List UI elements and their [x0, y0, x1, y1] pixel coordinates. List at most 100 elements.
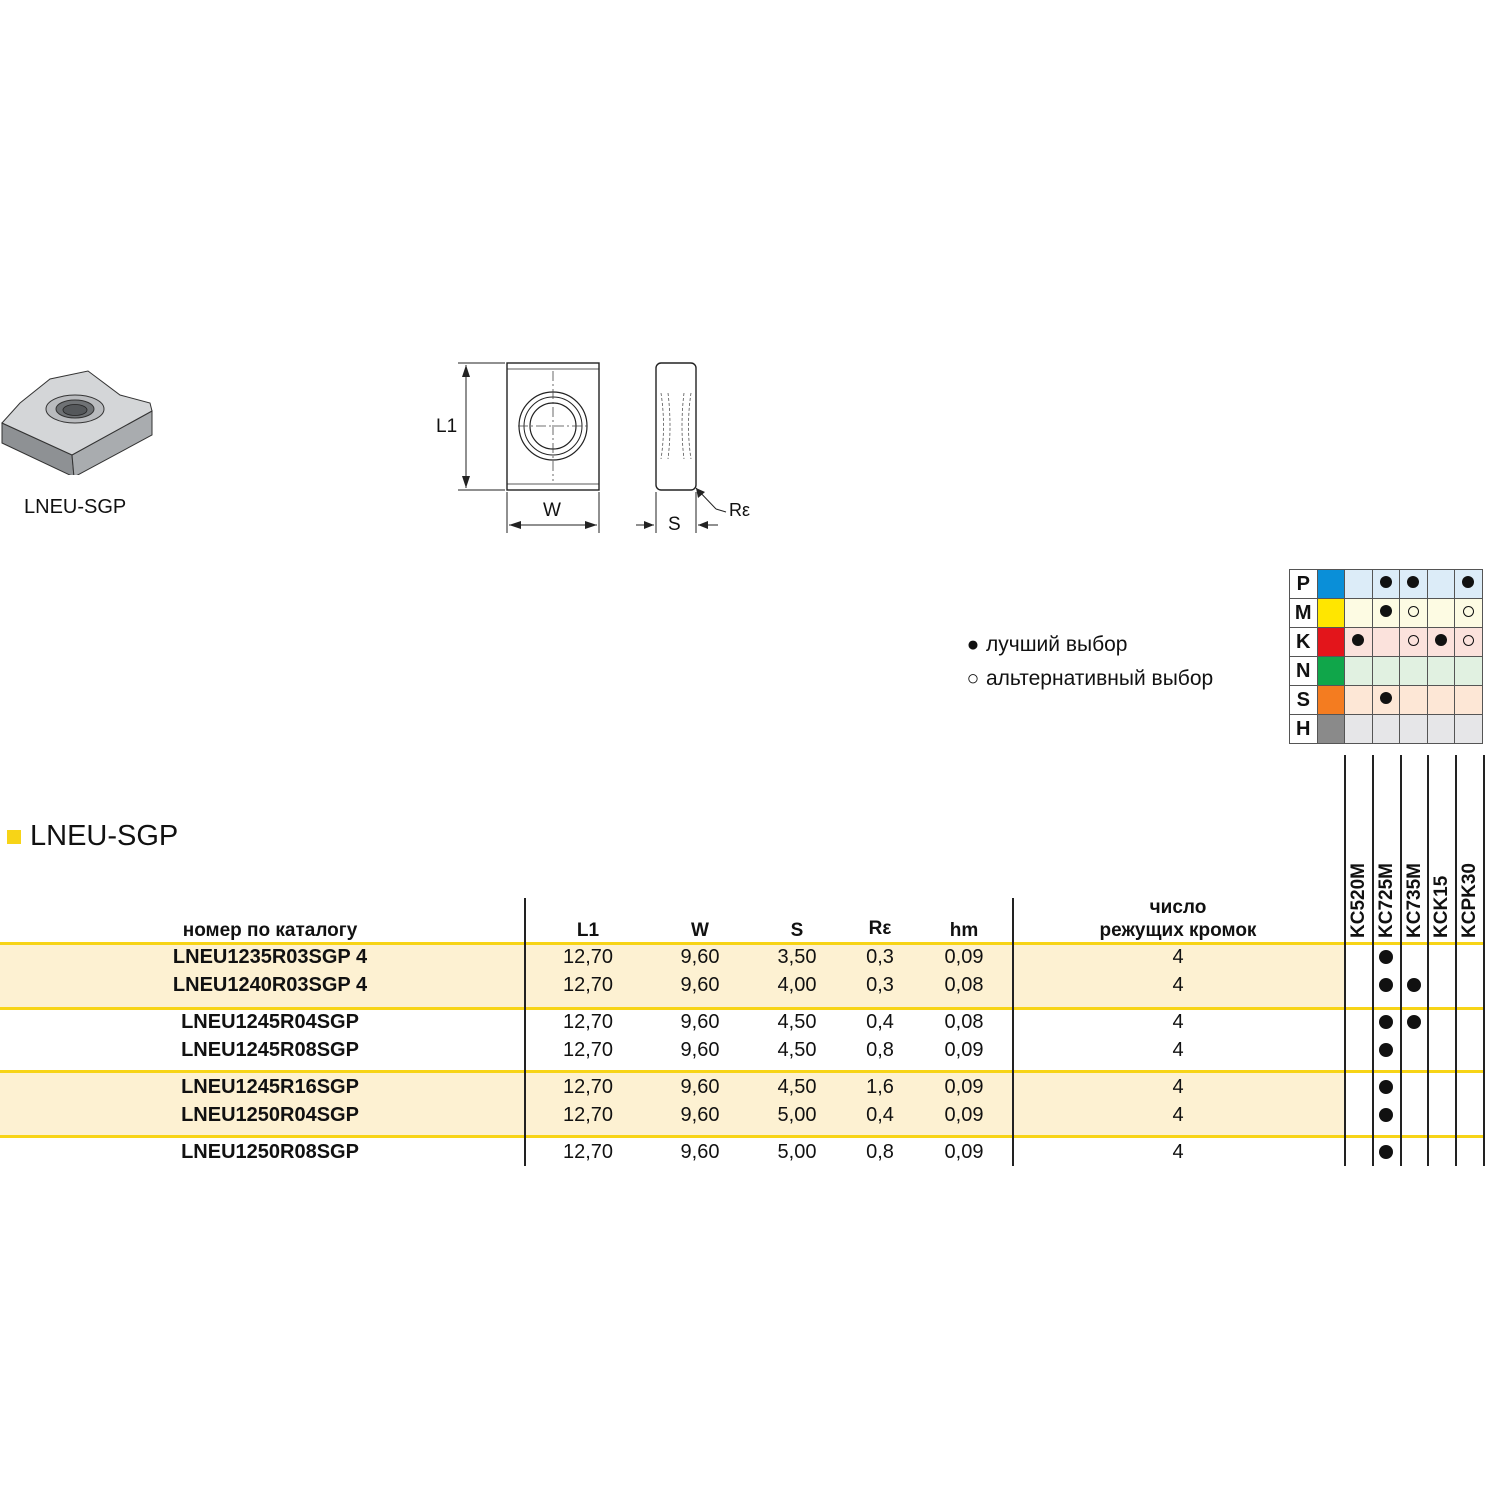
alternative-choice-circle-icon: [1462, 635, 1474, 646]
cell-hm: 0,09: [944, 1076, 984, 1098]
material-cell: [1454, 714, 1483, 744]
legend-alternative: ○альтернативный выбор: [964, 667, 1214, 691]
material-cell: [1454, 656, 1483, 686]
cell-w: 9,60: [680, 1039, 720, 1061]
cell-r: 0,4: [866, 1011, 894, 1033]
material-cell: [1399, 627, 1428, 657]
column-header-s: S: [790, 920, 804, 941]
material-letter: M: [1289, 598, 1318, 628]
group-separator-line: [0, 1007, 1485, 1010]
recommended-grade-dot-icon: [1379, 1015, 1393, 1029]
dimension-label-radius: Rε: [729, 500, 751, 520]
recommended-grade-dot-icon: [1379, 1108, 1393, 1122]
recommended-grade-dot-icon: [1379, 1145, 1393, 1159]
material-cell: [1371, 656, 1400, 686]
material-cell: [1426, 685, 1455, 715]
column-header-l1: L1: [576, 920, 600, 941]
best-choice-dot-icon: [1434, 634, 1447, 646]
cell-r: 0,8: [866, 1141, 894, 1163]
cell-hm: 0,08: [944, 974, 984, 996]
material-letter: S: [1289, 685, 1318, 715]
recommended-grade-dot-icon: [1379, 1080, 1393, 1094]
material-color-swatch: [1316, 569, 1345, 599]
material-color-swatch: [1316, 598, 1345, 628]
cell-edges: 4: [1172, 974, 1184, 996]
column-header-w: W: [691, 920, 709, 941]
cell-l1: 12,70: [562, 1039, 614, 1061]
material-cell: [1371, 685, 1400, 715]
material-cell: [1344, 598, 1373, 628]
image-caption: LNEU-SGP: [24, 496, 127, 518]
column-divider: [524, 898, 526, 1166]
alternative-choice-circle-icon: [1407, 606, 1419, 617]
filled-dot-icon: ●: [966, 633, 980, 656]
recommended-grade-dot-icon: [1379, 978, 1393, 992]
material-cell: [1426, 598, 1455, 628]
cell-hm: 0,09: [944, 1039, 984, 1061]
legend-best-label: лучший выбор: [986, 633, 1128, 656]
material-row-k: K: [1289, 627, 1483, 657]
cell-r: 0,3: [866, 974, 894, 996]
cell-edges: 4: [1172, 1104, 1184, 1126]
cell-catalog: LNEU1245R08SGP: [181, 1039, 359, 1061]
section-bullet: [7, 830, 21, 844]
column-header-hm: hm: [949, 920, 979, 941]
grade-column-divider: [1455, 755, 1457, 1166]
cell-l1: 12,70: [562, 946, 614, 968]
material-row-n: N: [1289, 656, 1483, 686]
legend-best: ● лучший выбор: [964, 633, 1128, 657]
cell-r: 0,8: [866, 1039, 894, 1061]
cell-l1: 12,70: [562, 1011, 614, 1033]
material-cell: [1426, 627, 1455, 657]
best-choice-dot-icon: [1352, 634, 1365, 646]
material-cell: [1344, 685, 1373, 715]
row-band-3: [0, 1072, 1344, 1136]
material-cell: [1371, 598, 1400, 628]
cell-edges: 4: [1172, 1076, 1184, 1098]
material-cell: [1371, 569, 1400, 599]
insert-3d-image: [1, 370, 153, 475]
recommended-grade-dot-icon: [1407, 1015, 1421, 1029]
material-letter: N: [1289, 656, 1318, 686]
cell-edges: 4: [1172, 1011, 1184, 1033]
grade-header-kc520m: KC520M: [1348, 863, 1369, 938]
cell-hm: 0,09: [944, 946, 984, 968]
cell-s: 3,50: [777, 946, 817, 968]
cell-catalog: LNEU1235R03SGP 4: [172, 946, 368, 968]
material-cell: [1454, 627, 1483, 657]
cell-catalog: LNEU1250R04SGP: [181, 1104, 359, 1126]
cell-edges: 4: [1172, 1039, 1184, 1061]
material-color-swatch: [1316, 627, 1345, 657]
cell-hm: 0,08: [944, 1011, 984, 1033]
group-separator-line: [0, 1070, 1485, 1073]
material-row-p: P: [1289, 569, 1483, 599]
cell-l1: 12,70: [562, 1141, 614, 1163]
cell-s: 4,50: [777, 1039, 817, 1061]
material-letter: H: [1289, 714, 1318, 744]
insert-technical-drawing: [458, 362, 727, 533]
cell-w: 9,60: [680, 1076, 720, 1098]
cell-s: 5,00: [777, 1141, 817, 1163]
dimension-label-s: S: [668, 514, 681, 535]
material-cell: [1454, 569, 1483, 599]
best-choice-dot-icon: [1462, 576, 1475, 588]
cell-w: 9,60: [680, 1104, 720, 1126]
cell-catalog: LNEU1240R03SGP 4: [172, 974, 368, 996]
material-letter: P: [1289, 569, 1318, 599]
material-cell: [1399, 569, 1428, 599]
cell-hm: 0,09: [944, 1104, 984, 1126]
grade-column-divider: [1372, 755, 1374, 1166]
material-row-s: S: [1289, 685, 1483, 715]
cell-edges: 4: [1172, 1141, 1184, 1163]
cell-r: 0,4: [866, 1104, 894, 1126]
cell-s: 4,50: [777, 1011, 817, 1033]
cell-hm: 0,09: [944, 1141, 984, 1163]
best-choice-dot-icon: [1379, 576, 1392, 588]
column-header-edges-line2: режущих кромок: [1099, 920, 1257, 941]
material-cell: [1344, 627, 1373, 657]
header-separator-line: [0, 942, 1485, 945]
recommended-grade-dot-icon: [1379, 1043, 1393, 1057]
material-cell: [1399, 598, 1428, 628]
group-separator-line: [0, 1135, 1485, 1138]
